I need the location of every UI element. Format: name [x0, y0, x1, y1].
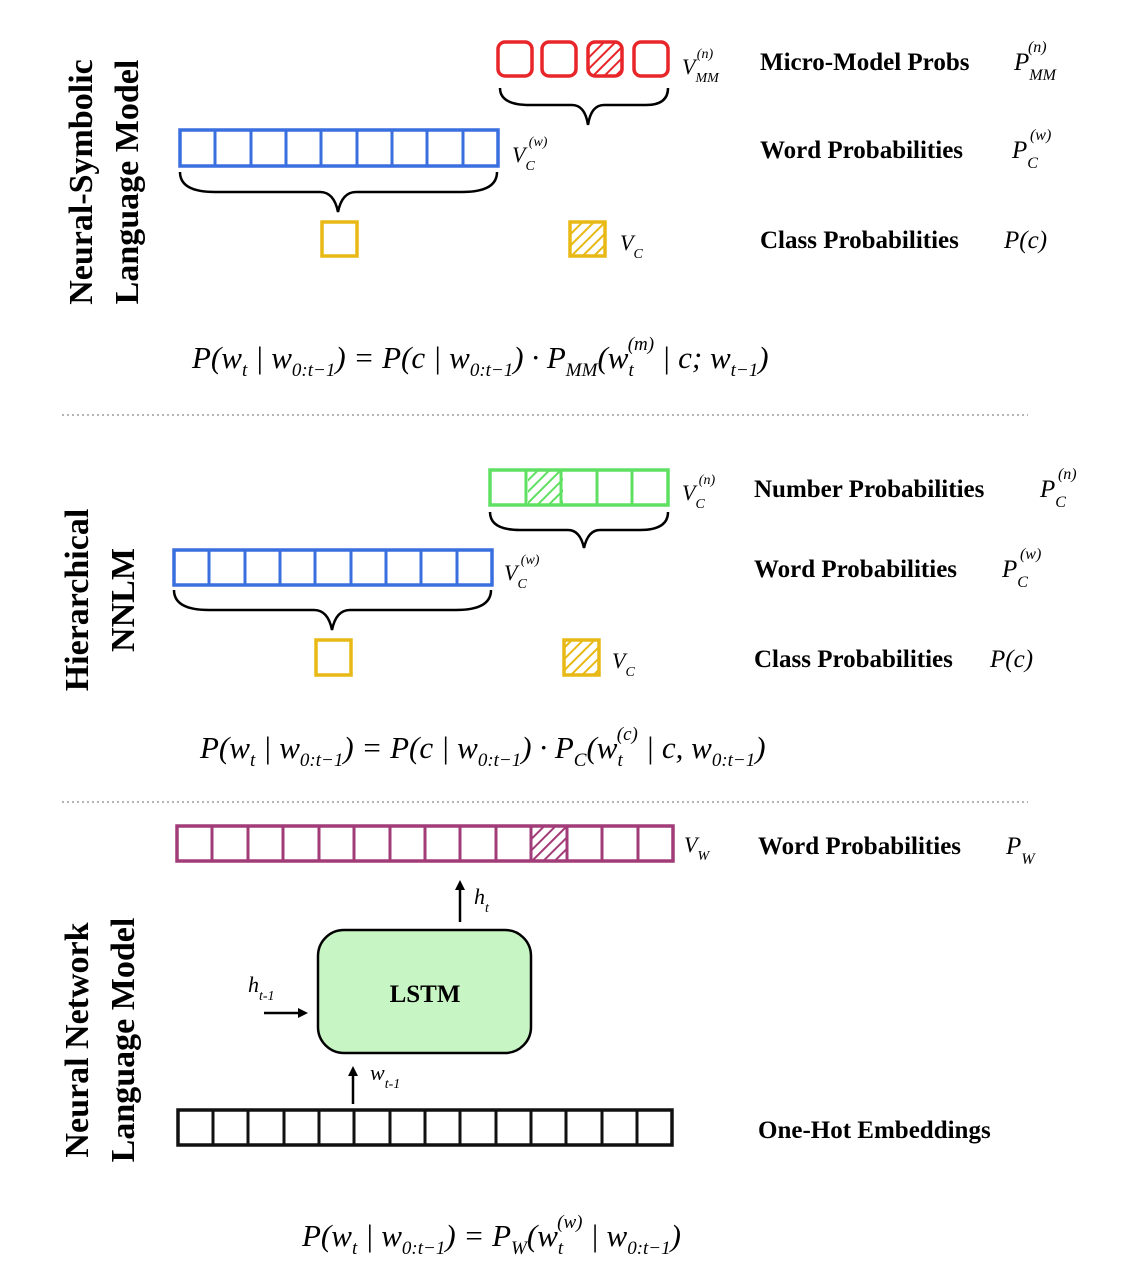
micro-model-cell — [496, 40, 534, 78]
hnnlm-word-brace — [172, 589, 493, 631]
lstm-label: LSTM — [390, 981, 461, 1008]
nslm-title-line1: Neural-Symbolic — [63, 59, 100, 305]
nslm-class-label: Class Probabilities — [760, 227, 959, 254]
micro-model-cell — [540, 40, 578, 78]
hnnlm-vc-symbol: VC — [612, 648, 635, 680]
nslm-micro-model-label: Micro-Model Probs — [760, 49, 970, 76]
hnnlm-vcn-symbol: VC(n) — [682, 473, 715, 512]
hnnlm-word-label: Word Probabilities — [754, 556, 957, 583]
nslm-pcw-symbol: PC(w) — [1011, 127, 1051, 172]
nslm-class-cell-highlighted — [568, 220, 607, 258]
hnnlm-equation: P(wt | w0:t−1) = P(c | w0:t−1) · PC(wt(c… — [199, 724, 766, 771]
lstm-block — [316, 928, 533, 1055]
nnlm-vw-symbol: VW — [684, 832, 710, 864]
nslm-pc-symbol: P(c) — [1003, 227, 1047, 254]
nslm-word-label: Word Probabilities — [760, 137, 963, 164]
nslm-pmm-symbol: PMM(n) — [1013, 39, 1058, 84]
hnnlm-number-label: Number Probabilities — [754, 476, 985, 503]
hnnlm-vcw-symbol: VC(w) — [504, 553, 540, 592]
nslm-title-line2: Language Model — [109, 60, 146, 305]
nslm-vmm-symbol: VMM(n) — [682, 47, 720, 86]
nslm-word-vector — [178, 128, 500, 168]
nnlm-output-vector — [175, 824, 675, 863]
nnlm-word-label: Word Probabilities — [758, 833, 961, 860]
hnnlm-word-vector — [172, 548, 494, 587]
nnlm-title-line1: Neural Network — [59, 922, 96, 1157]
micro-model-cell — [632, 40, 670, 78]
hnnlm-section: Hierarchical NNLM VC(n) Number Probabili… — [59, 466, 1077, 771]
nslm-class-cell — [320, 220, 359, 258]
ht-1-symbol: ht-1 — [248, 972, 275, 1004]
hnnlm-title-line1: Hierarchical — [59, 509, 96, 692]
ht-symbol: ht — [474, 884, 490, 916]
hnnlm-number-vector — [488, 468, 670, 507]
hnnlm-pc-symbol: P(c) — [989, 646, 1033, 673]
nslm-word-brace — [178, 171, 499, 213]
hnnlm-class-label: Class Probabilities — [754, 646, 953, 673]
nnlm-equation: P(wt | w0:t−1) = PW(wt(w) | w0:t−1) — [301, 1212, 681, 1259]
nslm-section: Neural-Symbolic Language Model VMM(n) Mi… — [63, 39, 1058, 381]
nnlm-onehot-label: One-Hot Embeddings — [758, 1117, 991, 1144]
nslm-vcw-symbol: VC(w) — [512, 135, 548, 174]
hnnlm-number-brace — [488, 511, 670, 549]
nnlm-pw-symbol: PW — [1005, 833, 1036, 868]
hnnlm-pcn-symbol: PC(n) — [1039, 466, 1077, 511]
nslm-micro-model-brace — [498, 87, 670, 126]
hnnlm-title-line2: NNLM — [105, 548, 142, 652]
nslm-equation: P(wt | w0:t−1) = P(c | w0:t−1) · PMM(wt(… — [191, 334, 769, 381]
wt-1-symbol: wt-1 — [370, 1060, 400, 1092]
hnnlm-pcw-symbol: PC(w) — [1001, 546, 1041, 591]
nnlm-onehot-vector — [176, 1108, 674, 1147]
hnnlm-class-cell — [314, 638, 353, 677]
nslm-micro-model-vector — [496, 40, 670, 78]
nnlm-section: Neural Network Language Model VW Word Pr… — [59, 824, 1036, 1259]
micro-model-cell-highlighted — [586, 40, 624, 78]
nnlm-title-line2: Language Model — [105, 918, 142, 1163]
nslm-vc-symbol: VC — [620, 230, 643, 262]
hnnlm-class-cell-highlighted — [562, 638, 601, 677]
